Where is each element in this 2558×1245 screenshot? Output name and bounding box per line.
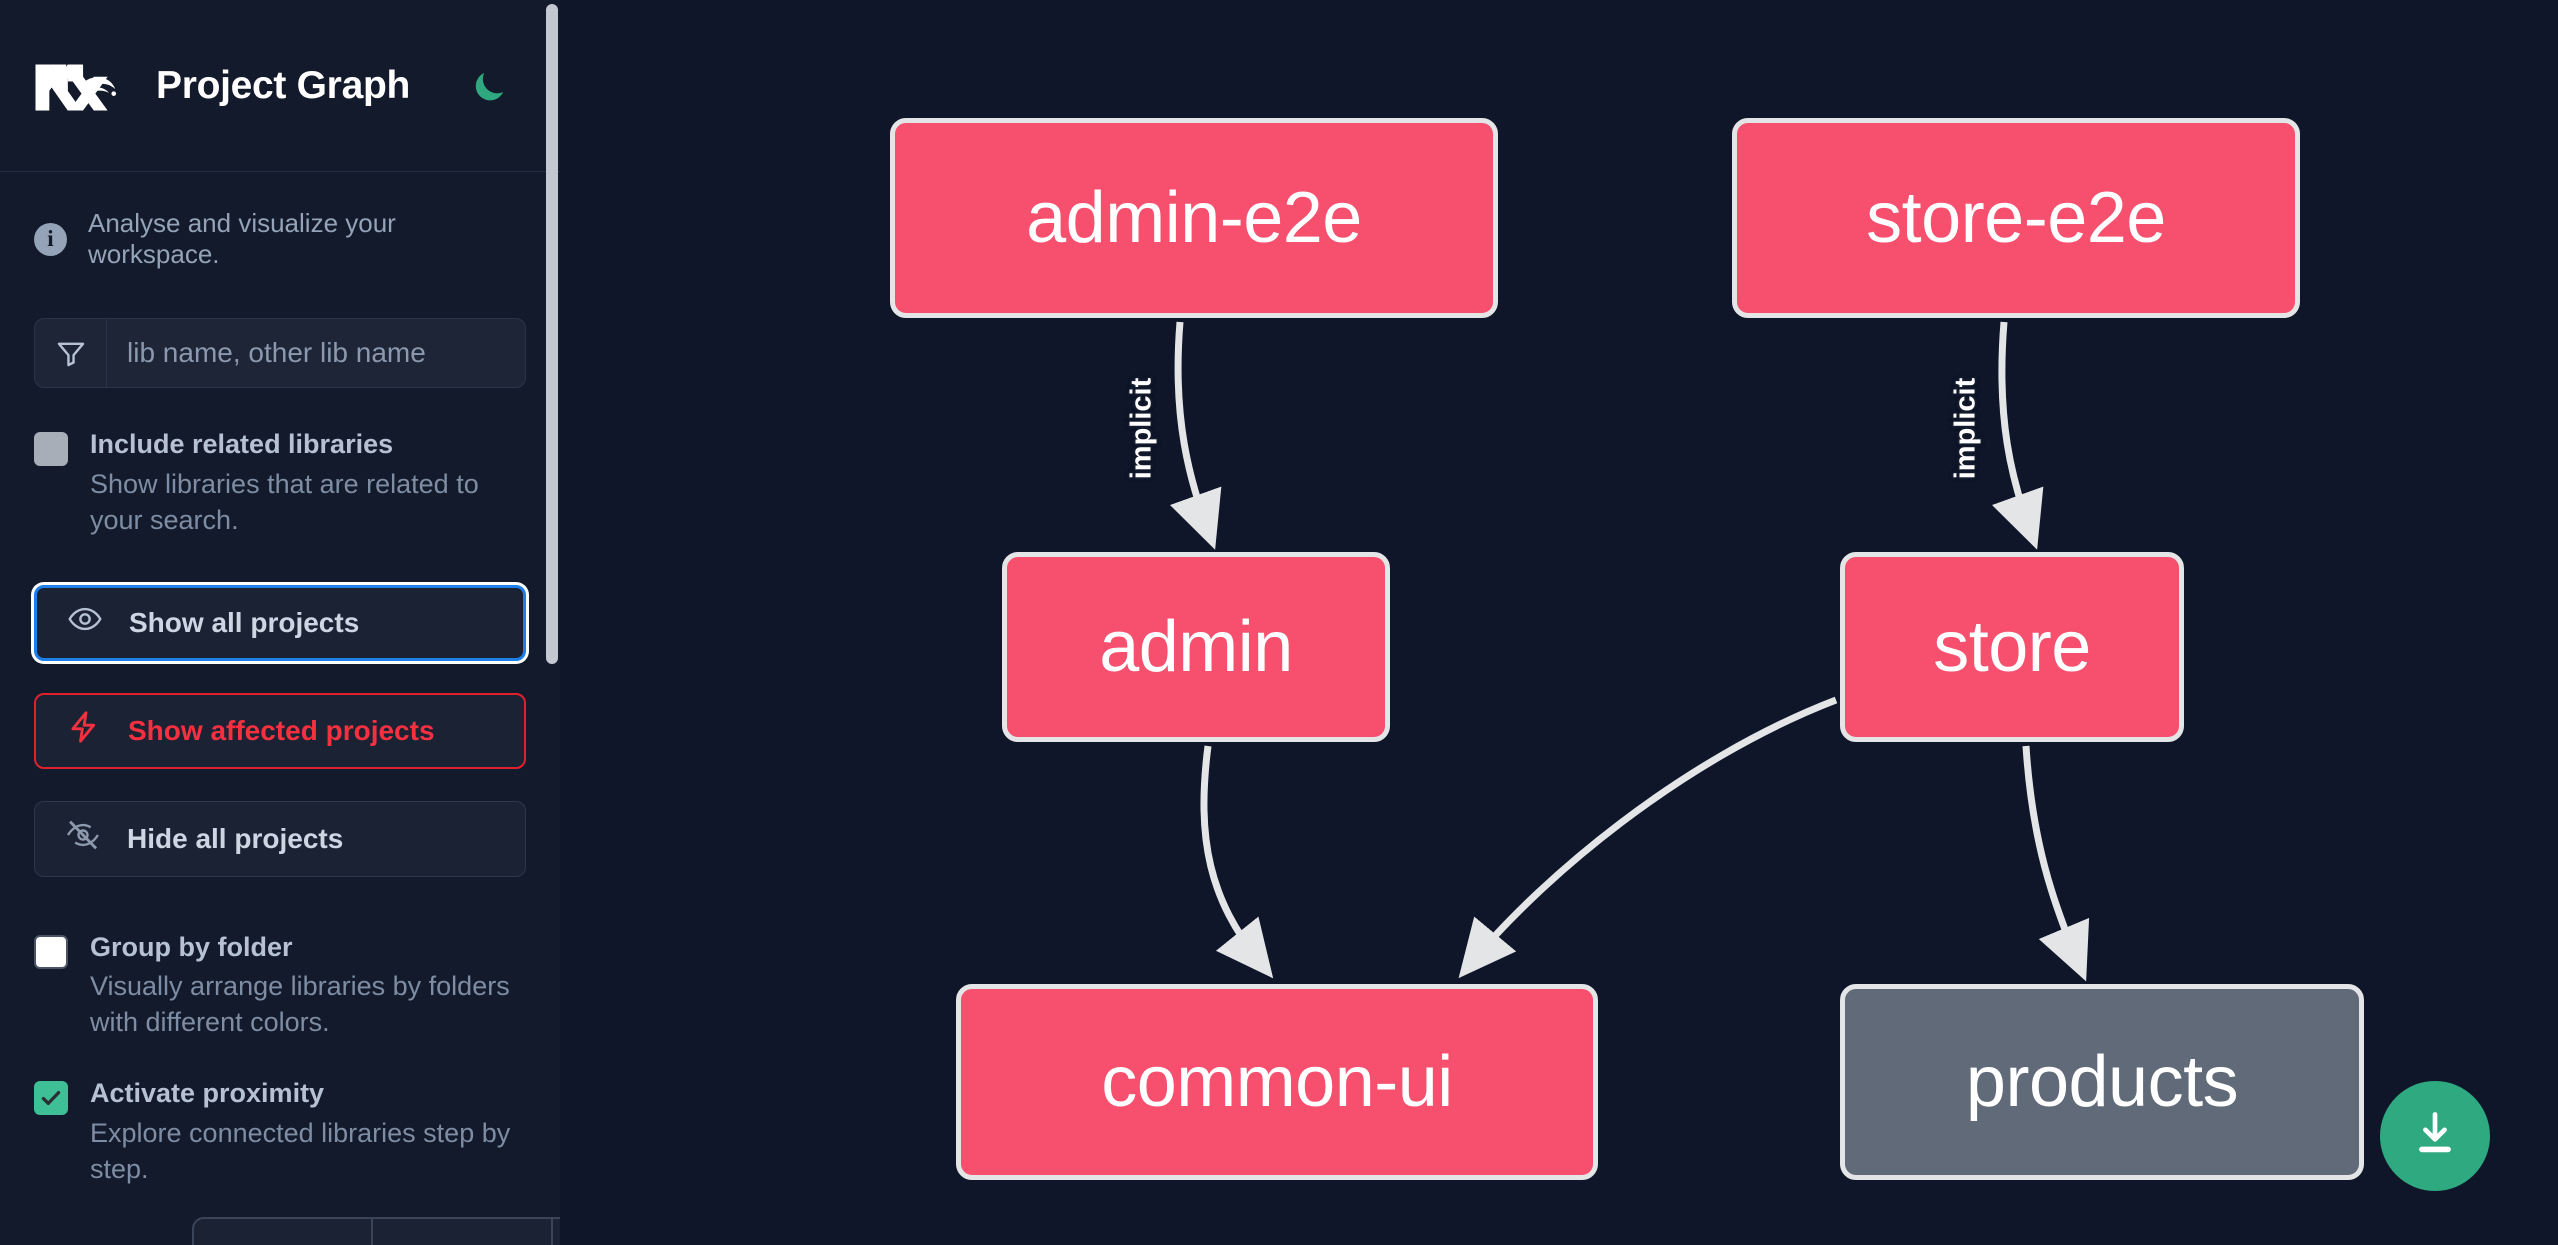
graph-node-label: store <box>1933 607 2091 687</box>
page-title: Project Graph <box>156 63 410 107</box>
graph-node-common-ui[interactable]: common-ui <box>956 984 1598 1180</box>
search-input[interactable] <box>107 319 525 387</box>
graph-node-label: admin <box>1099 607 1293 687</box>
graph-node-admin[interactable]: admin <box>1002 552 1390 742</box>
sidebar-scrollbar[interactable] <box>546 0 560 1245</box>
info-row: i Analyse and visualize your workspace. <box>0 172 560 270</box>
include-related-libraries-checkbox[interactable] <box>34 432 68 466</box>
checkbox-group-by-folder[interactable]: Group by folder Visually arrange librari… <box>0 877 560 1042</box>
show-all-projects-label: Show all projects <box>129 606 360 638</box>
hide-all-projects-button[interactable]: Hide all projects <box>34 800 526 877</box>
sidebar: Project Graph i Analyse and visualize yo… <box>0 0 560 1245</box>
segment-1[interactable] <box>194 1219 374 1245</box>
visibility-button-group: Show all projects Show affected projects <box>0 539 560 877</box>
info-text: Analyse and visualize your workspace. <box>88 208 396 269</box>
segmented-control[interactable] <box>192 1217 560 1245</box>
info-icon: i <box>34 222 67 256</box>
graph-node-label: store-e2e <box>1866 178 2166 258</box>
graph-node-label: common-ui <box>1101 1042 1453 1122</box>
graph-node-label: admin-e2e <box>1026 178 1362 258</box>
filter-icon <box>35 319 107 387</box>
graph-node-store[interactable]: store <box>1840 552 2184 742</box>
eye-off-icon <box>65 817 101 860</box>
lightning-bolt-icon <box>66 709 102 752</box>
activate-proximity-label: Activate proximity <box>90 1078 325 1109</box>
edge-store-products <box>2022 745 2090 982</box>
sidebar-header: Project Graph <box>0 0 560 172</box>
moon-icon[interactable] <box>468 65 510 107</box>
graph-node-products[interactable]: products <box>1840 984 2364 1180</box>
include-related-libraries-label: Include related libraries <box>90 429 394 459</box>
edge-admin-common-ui <box>1200 745 1274 979</box>
graph-canvas[interactable]: admin-e2e store-e2e admin store common-u… <box>560 0 2558 1245</box>
segment-2[interactable] <box>373 1219 553 1245</box>
activate-proximity-description: Explore connected libraries step by step… <box>90 1117 511 1184</box>
graph-node-store-e2e[interactable]: store-e2e <box>1732 118 2300 318</box>
nx-logo-icon <box>34 58 126 114</box>
group-by-folder-label: Group by folder <box>90 931 293 962</box>
graph-edges <box>1169 321 2090 982</box>
graph-node-label: products <box>1965 1042 2239 1122</box>
include-related-libraries-description: Show libraries that are related to your … <box>90 468 479 535</box>
hide-all-projects-label: Hide all projects <box>127 822 344 854</box>
edge-store-common-ui <box>1458 696 1838 979</box>
activate-proximity-checkbox[interactable] <box>34 1081 68 1116</box>
checkbox-include-related-libraries[interactable]: Include related libraries Show libraries… <box>0 388 560 539</box>
search-field[interactable] <box>34 318 526 388</box>
edge-admin-e2e-admin <box>1169 321 1222 550</box>
show-all-projects-button[interactable]: Show all projects <box>34 584 526 661</box>
group-by-folder-checkbox[interactable] <box>34 934 68 969</box>
group-by-folder-description: Visually arrange libraries by folders wi… <box>90 971 510 1038</box>
download-image-button[interactable] <box>2380 1081 2490 1191</box>
eye-icon <box>67 601 103 644</box>
download-icon <box>2407 1106 2463 1167</box>
checkbox-activate-proximity[interactable]: Activate proximity Explore connected lib… <box>0 1041 560 1188</box>
show-affected-projects-label: Show affected projects <box>128 714 435 746</box>
edge-store-e2e-store <box>1991 321 2044 550</box>
show-affected-projects-button[interactable]: Show affected projects <box>34 692 526 769</box>
graph-node-admin-e2e[interactable]: admin-e2e <box>890 118 1498 318</box>
sidebar-scrollbar-thumb[interactable] <box>546 4 558 664</box>
